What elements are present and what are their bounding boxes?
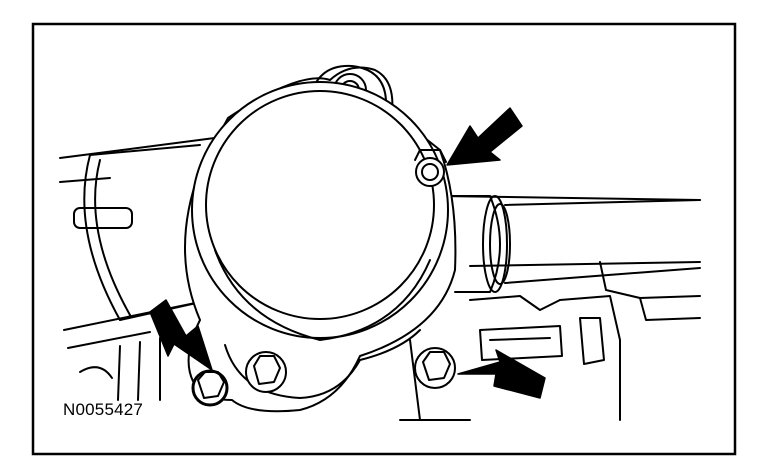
bolt-lower-right — [414, 347, 456, 389]
housing-neck — [439, 195, 701, 293]
callout-arrow-lower-left — [149, 299, 213, 371]
bolt-upper-right — [414, 149, 447, 187]
figure-id-label: N0055427 — [63, 400, 144, 419]
engine-background — [59, 135, 701, 421]
bolt-lower-center — [245, 351, 287, 393]
bolt-lower-left — [191, 369, 229, 407]
housing-cap — [191, 81, 449, 341]
callout-arrow-upper-right — [446, 107, 523, 166]
callout-arrow-lower-right — [457, 349, 546, 399]
